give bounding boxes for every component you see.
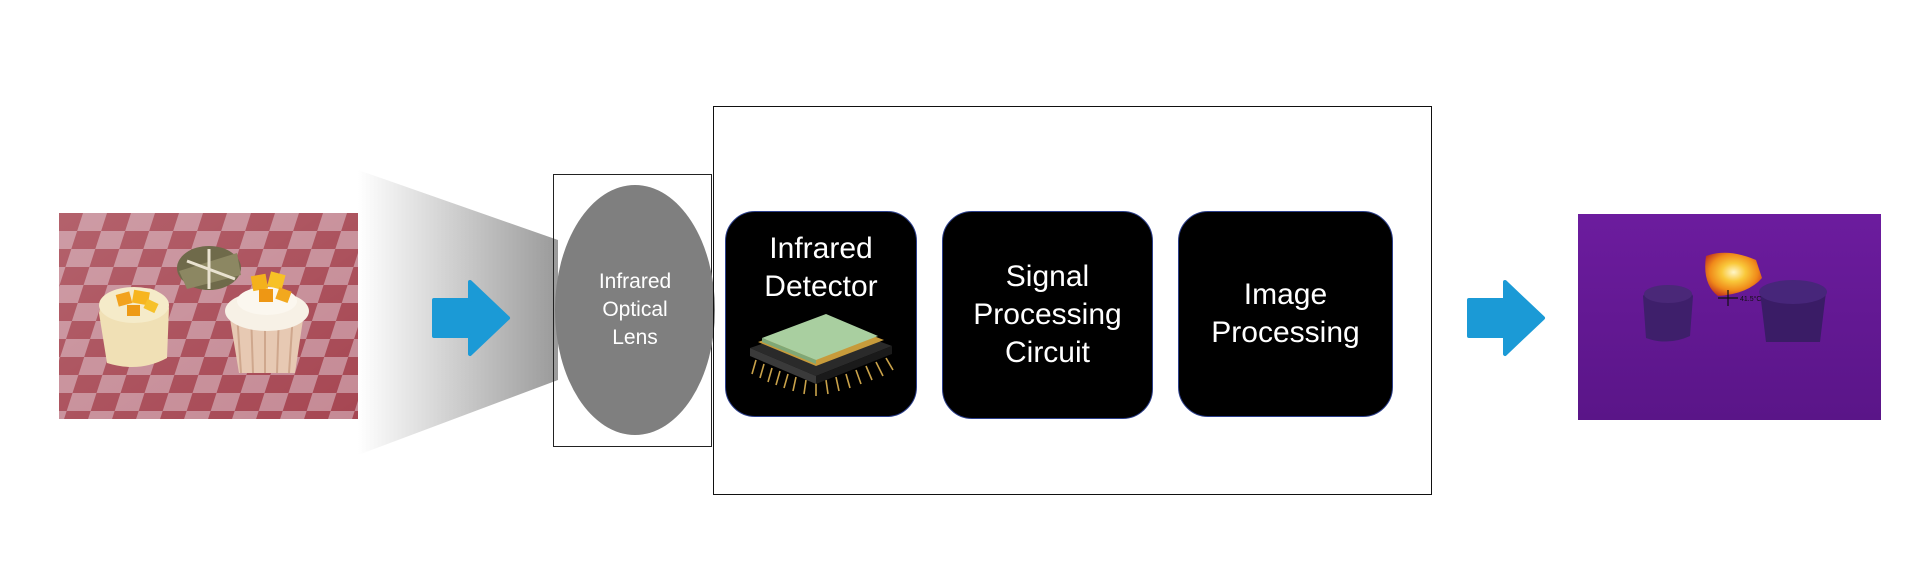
stage-image-processing: Image Processing bbox=[1178, 211, 1393, 417]
visible-scene-photo bbox=[59, 213, 360, 419]
temperature-readout: 41.5°C bbox=[1740, 295, 1761, 303]
right-arrow-icon bbox=[1467, 280, 1545, 356]
right-arrow-icon bbox=[432, 280, 510, 356]
stage-label: Image Processing bbox=[1211, 278, 1360, 349]
camera-module-frame bbox=[713, 106, 1432, 495]
stage-signal-processing-circuit: Signal Processing Circuit bbox=[942, 211, 1153, 419]
cupcake bbox=[225, 271, 309, 374]
crosshair-icon bbox=[1718, 290, 1738, 306]
stage-label: Signal Processing Circuit bbox=[973, 260, 1122, 369]
infrared-optical-lens: Infrared Optical Lens bbox=[555, 185, 715, 435]
stage-infrared-detector: Infrared Detector bbox=[725, 211, 917, 417]
thermal-output-image: 41.5°C bbox=[1578, 214, 1881, 420]
thermal-hot-spot bbox=[1705, 252, 1762, 296]
heart-cake bbox=[99, 287, 169, 367]
zongzi bbox=[177, 246, 241, 290]
stage-label: Infrared Detector bbox=[764, 232, 878, 303]
thermal-cupcake bbox=[1760, 292, 1826, 342]
lens-label: Infrared Optical Lens bbox=[598, 270, 672, 349]
detector-chip-icon bbox=[750, 314, 894, 396]
